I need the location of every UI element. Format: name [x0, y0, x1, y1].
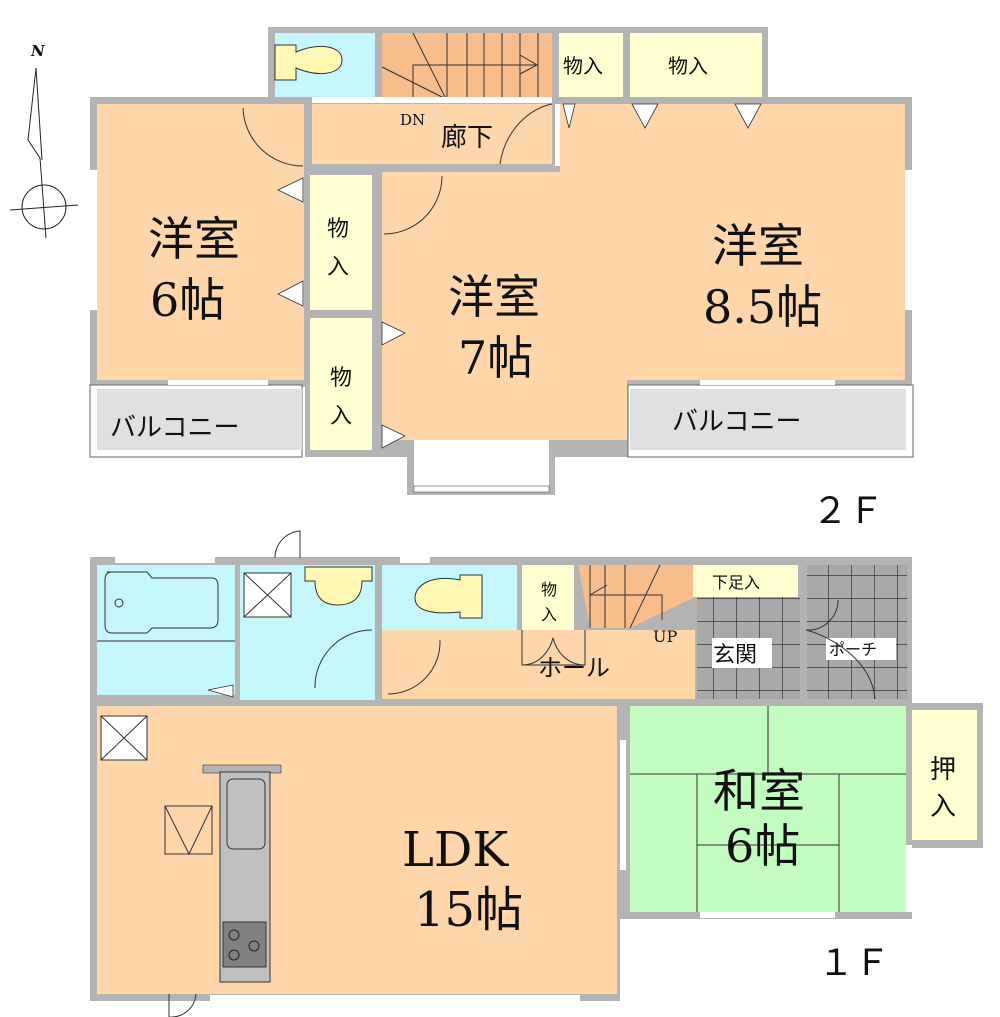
room-6-name: 洋室	[148, 212, 240, 266]
closet-side-2	[310, 318, 372, 450]
oshiire	[912, 710, 977, 840]
corridor-label: 廊下	[441, 123, 493, 153]
shoe-closet	[693, 565, 798, 597]
room-7-name: 洋室	[448, 270, 540, 324]
western-room-6	[97, 104, 304, 380]
stair-up-label: UP	[653, 627, 677, 646]
porch-label: ポーチ	[829, 640, 877, 659]
stair-dn-label: DN	[400, 111, 425, 129]
room-6-size: 6帖	[150, 273, 225, 327]
balcony-right	[630, 389, 906, 450]
balcony-left	[97, 389, 302, 450]
closet-side-2-label-2: 入	[330, 404, 352, 429]
ldk-name: LDK	[402, 822, 509, 878]
closet-top-2	[630, 33, 762, 97]
floor-2-label: ２Ｆ	[812, 491, 884, 532]
ldk-size: 15帖	[414, 882, 523, 938]
oshiire-label: 押	[930, 755, 956, 785]
room-8-5-size: 8.5帖	[703, 280, 822, 334]
floor-1-label: １Ｆ	[818, 943, 890, 984]
washitsu-size: 6帖	[725, 819, 800, 873]
floor-2: 物入 物入 DN 廊下 洋室 6帖 物 入 物 入 洋室 7帖 洋室	[89, 27, 914, 532]
room-8-5-name: 洋室	[712, 219, 804, 273]
closet-side-1	[310, 175, 372, 310]
oshiire-label-2: 入	[930, 792, 956, 822]
balcony-left-label: バルコニー	[110, 413, 239, 443]
stove-icon	[222, 921, 267, 968]
closet-1f-label-2: 入	[541, 605, 557, 624]
closet-side-1-label: 物	[327, 217, 349, 242]
closet-top-1	[559, 33, 623, 97]
compass-north-arrow-icon	[9, 67, 79, 239]
closet-1f-label: 物	[541, 580, 557, 599]
room-7-size: 7帖	[458, 331, 533, 385]
closet-side-2-label: 物	[330, 366, 352, 391]
toilet-icon	[274, 44, 343, 81]
genkan-label: 玄関	[713, 643, 757, 668]
porch	[807, 565, 907, 699]
closet-1f	[522, 565, 574, 630]
closet-top-2-label: 物入	[668, 54, 708, 78]
floor-1: ホール UP 物 入 下足入 玄関 ポーチ LD	[90, 530, 983, 1017]
washitsu-name: 和室	[713, 764, 805, 818]
north-label: N	[30, 42, 46, 60]
shoe-closet-label: 下足入	[712, 573, 760, 592]
closet-top-1-label: 物入	[563, 54, 603, 78]
closet-side-1-label-2: 入	[327, 255, 349, 280]
ldk	[97, 706, 617, 994]
hall-label: ホール	[538, 654, 610, 682]
bathroom	[97, 565, 235, 695]
balcony-right-label: バルコニー	[672, 407, 801, 437]
corridor	[312, 104, 552, 164]
